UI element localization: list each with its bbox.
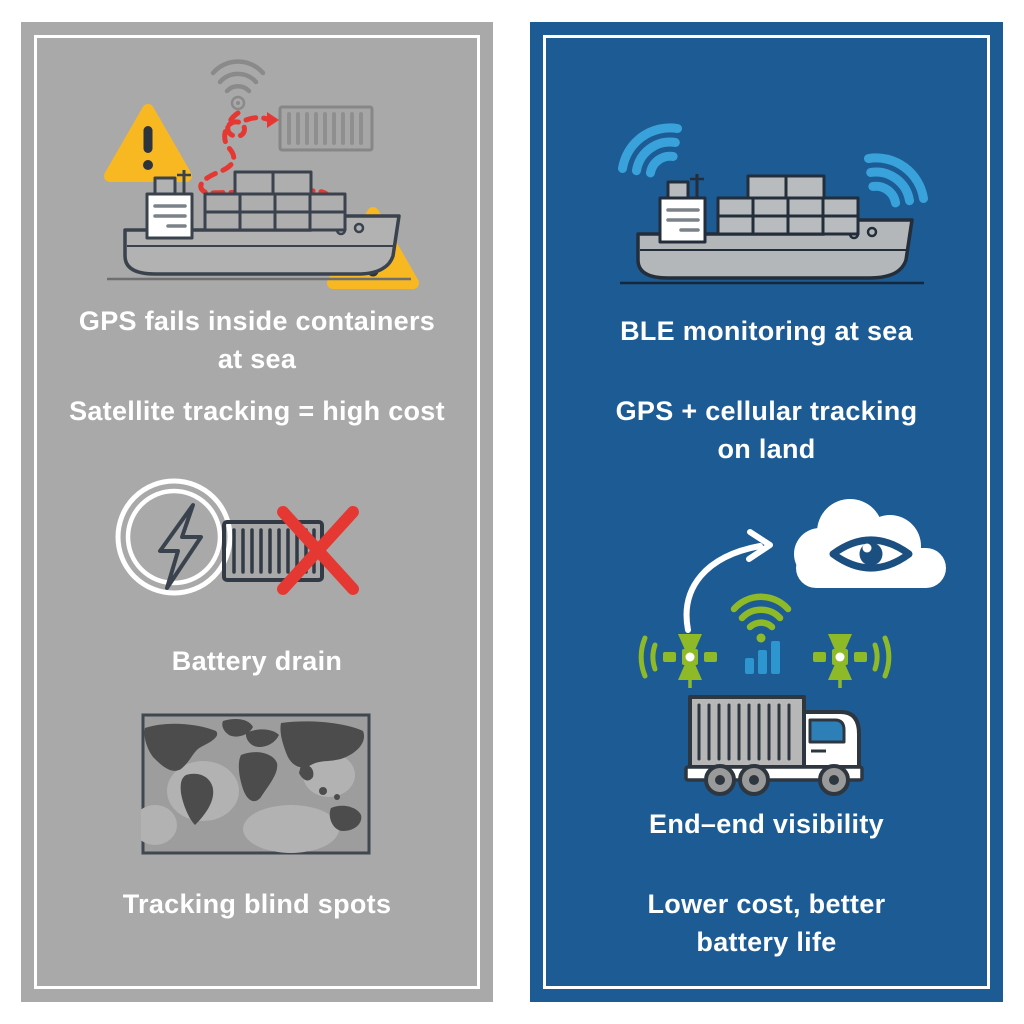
curved-arrow-icon (683, 529, 773, 633)
caption-battery-drain: Battery drain (171, 646, 343, 676)
container-icon (278, 105, 374, 152)
caption-gps-fails: GPS fails inside containers at sea (78, 306, 436, 374)
ble-ship-illustration (618, 123, 928, 285)
visibility-illustration (638, 499, 946, 796)
solutions-panel: BLE monitoring at sea GPS + cellular tra… (530, 22, 1003, 1002)
caption-blind-spots: Tracking blind spots (122, 889, 392, 919)
cloud-eye-icon (794, 499, 946, 588)
lost-signal-path (198, 110, 332, 212)
ble-signal-icon (618, 123, 683, 178)
world-map-image (141, 713, 371, 855)
caption-satellite-cost: Satellite tracking = high cost (69, 396, 445, 426)
ble-signal-icon (863, 153, 928, 208)
cellular-bars-icon (745, 641, 780, 674)
caption-lower-cost: Lower cost, better battery life (647, 889, 886, 957)
battery-drain-illustration (115, 478, 359, 596)
caption-end-visibility: End–end visibility (649, 809, 884, 839)
problems-panel: GPS fails inside containers at sea Satel… (21, 22, 493, 1002)
container-truck-icon (684, 695, 864, 796)
cargo-ship-icon (620, 174, 924, 285)
caption-ble-monitoring: BLE monitoring at sea (620, 316, 913, 346)
red-cross-icon (277, 506, 359, 595)
wifi-icon (730, 593, 792, 643)
wifi-icon (210, 59, 266, 111)
gps-satellite-icon (813, 634, 892, 688)
gps-fails-illustration (104, 59, 419, 289)
lightning-circle-icon (115, 478, 233, 596)
caption-gps-cellular: GPS + cellular tracking on land (615, 396, 918, 464)
warning-triangle-icon (104, 104, 192, 182)
gps-satellite-icon (638, 634, 717, 688)
cargo-ship-icon (107, 170, 411, 281)
